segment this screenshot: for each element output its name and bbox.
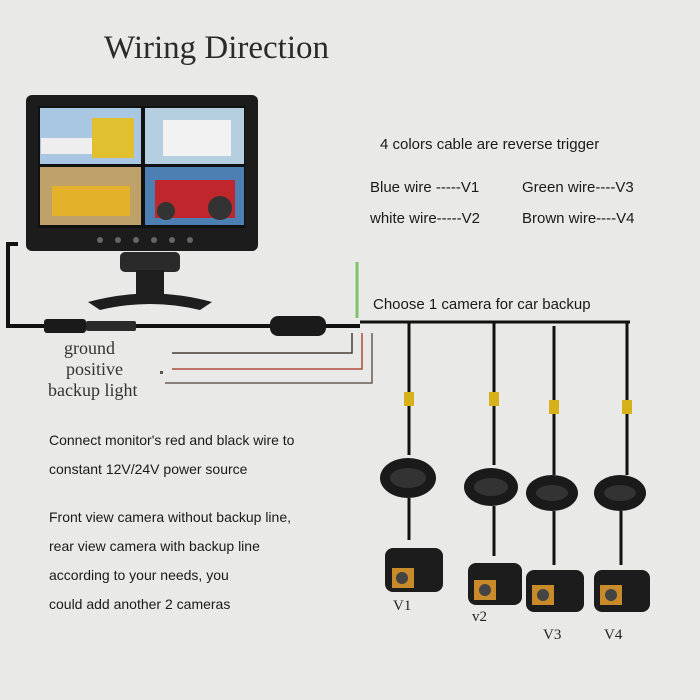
power-note-line: Connect monitor's red and black wire to xyxy=(49,432,295,448)
camera-v3-assembly xyxy=(526,326,584,612)
power-note: Connect monitor's red and black wire to … xyxy=(49,426,294,484)
camera-note-line: rear view camera with backup line xyxy=(49,538,260,554)
backup-light-label: backup light xyxy=(48,380,138,400)
camera-note: Front view camera without backup line, r… xyxy=(49,503,291,619)
camera-label-v4: V4 xyxy=(604,627,623,643)
wire-label-blue: Blue wire -----V1 xyxy=(370,179,480,196)
monitor xyxy=(26,95,258,310)
camera-note-line: Front view camera without backup line, xyxy=(49,509,291,525)
camera-note-line: according to your needs, you xyxy=(49,567,229,583)
camera-label-v3: V3 xyxy=(543,627,562,643)
extension-connector xyxy=(270,316,326,336)
positive-label: positive xyxy=(66,359,123,379)
monitor-screen-quad xyxy=(40,108,244,225)
camera-v2-assembly xyxy=(464,322,522,605)
camera-label-v1: V1 xyxy=(393,598,412,614)
wire-label-brown: Brown wire----V4 xyxy=(522,210,635,227)
wire-label-green: Green wire----V3 xyxy=(522,179,634,196)
backup-wire xyxy=(165,333,373,384)
wire-label-white: white wire-----V2 xyxy=(370,210,481,227)
choose-camera-note: Choose 1 camera for car backup xyxy=(373,296,591,313)
camera-v4-assembly xyxy=(594,322,650,612)
camera-v1-assembly xyxy=(380,322,443,592)
ground-wire xyxy=(172,333,353,354)
reverse-trigger-note: 4 colors cable are reverse trigger xyxy=(380,136,600,153)
monitor-plug-connector xyxy=(44,319,86,333)
positive-wire xyxy=(172,333,363,370)
camera-label-v2: v2 xyxy=(472,609,487,625)
page-title: Wiring Direction xyxy=(104,30,330,66)
power-note-line: constant 12V/24V power source xyxy=(49,461,248,477)
camera-note-line: could add another 2 cameras xyxy=(49,596,231,612)
ground-label: ground xyxy=(64,338,115,358)
